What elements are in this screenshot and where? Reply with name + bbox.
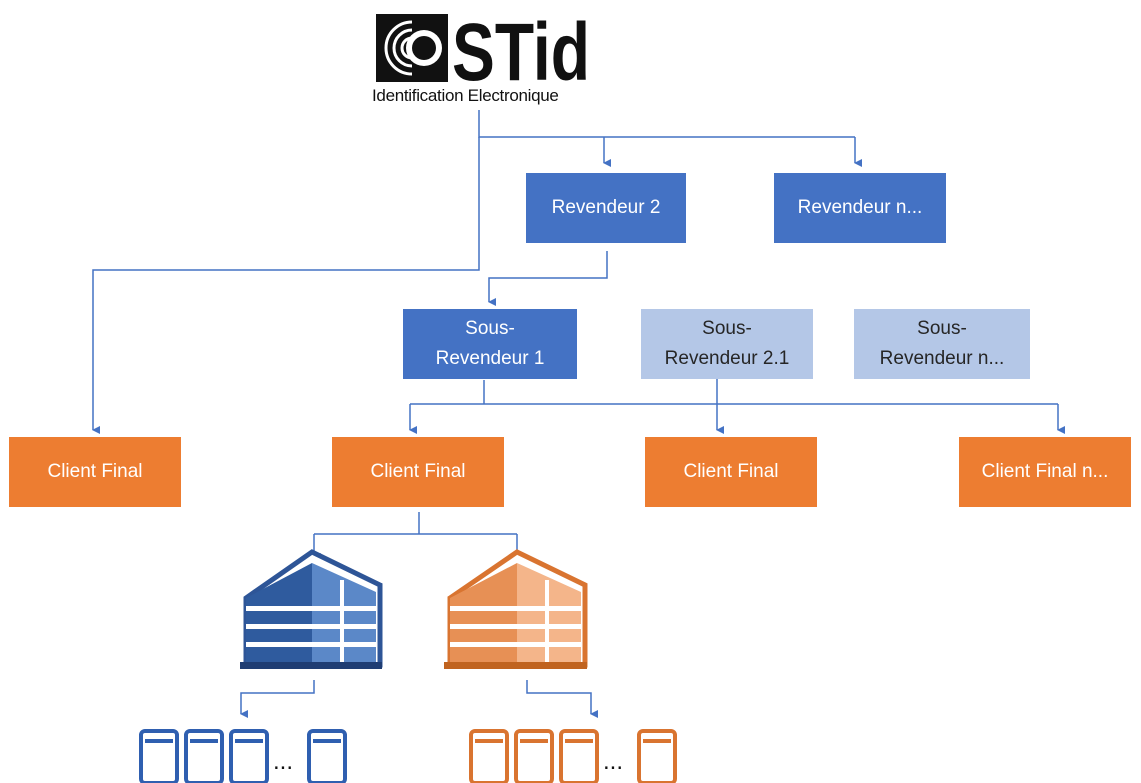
phone-blue-icon-4: [307, 729, 347, 783]
phone-blue-icon-1: [139, 729, 179, 783]
phones-blue-group: [139, 729, 347, 783]
phone-blue-icon-3: [229, 729, 269, 783]
node-sous-revendeur-n-line2: Revendeur n...: [879, 348, 1005, 369]
node-client-final-2: Client Final: [332, 437, 504, 507]
node-client-final-3: Client Final: [645, 437, 817, 507]
node-client-final-3-label: Client Final: [683, 461, 779, 482]
node-revendeur-2-label: Revendeur 2: [551, 197, 661, 218]
logo-tagline: Identification Electronique: [372, 86, 559, 105]
node-client-final-n-label: Client Final n...: [981, 461, 1109, 482]
phone-orange-icon-4: [637, 729, 677, 783]
logo-brand: STid: [452, 8, 590, 98]
node-sous-revendeur-2-1-line1: Sous-: [702, 318, 752, 339]
node-revendeur-2: Revendeur 2: [526, 173, 686, 243]
building-blue-icon: [240, 549, 383, 669]
node-sous-revendeur-1: Sous- Revendeur 1: [403, 309, 577, 379]
phone-blue-icon-2: [184, 729, 224, 783]
node-sous-revendeur-2-1-line2: Revendeur 2.1: [664, 348, 790, 369]
node-client-final-2-label: Client Final: [370, 461, 466, 482]
node-client-final-n: Client Final n...: [959, 437, 1131, 507]
phones-blue-ellipsis: ...: [273, 748, 294, 775]
stid-logo: STid: [376, 8, 590, 98]
phone-orange-icon-3: [559, 729, 599, 783]
connector-logo-to-client-final-1: [92, 137, 480, 434]
node-revendeur-n-label: Revendeur n...: [797, 197, 923, 218]
phones-orange-ellipsis: ...: [603, 748, 624, 775]
node-revendeur-n: Revendeur n...: [774, 173, 946, 243]
node-sous-revendeur-2-1: Sous- Revendeur 2.1: [641, 309, 813, 379]
node-sous-revendeur-1-line2: Revendeur 1: [435, 348, 545, 369]
connector-building-orange-to-devices: [526, 680, 598, 718]
connector-logo-to-revendeurs: [478, 110, 855, 138]
node-sous-revendeur-n-line1: Sous-: [917, 318, 967, 339]
phone-orange-icon-1: [469, 729, 509, 783]
node-client-final-1: Client Final: [9, 437, 181, 507]
connector-building-blue-to-devices: [240, 680, 315, 718]
connector-revendeur-2-to-sous-revendeur-1: [488, 251, 608, 306]
building-orange-icon: [444, 549, 588, 669]
phones-orange-group: [469, 729, 677, 783]
phone-orange-icon-2: [514, 729, 554, 783]
node-client-final-1-label: Client Final: [47, 461, 143, 482]
node-sous-revendeur-n: Sous- Revendeur n...: [854, 309, 1030, 379]
node-sous-revendeur-1-line1: Sous-: [465, 318, 515, 339]
